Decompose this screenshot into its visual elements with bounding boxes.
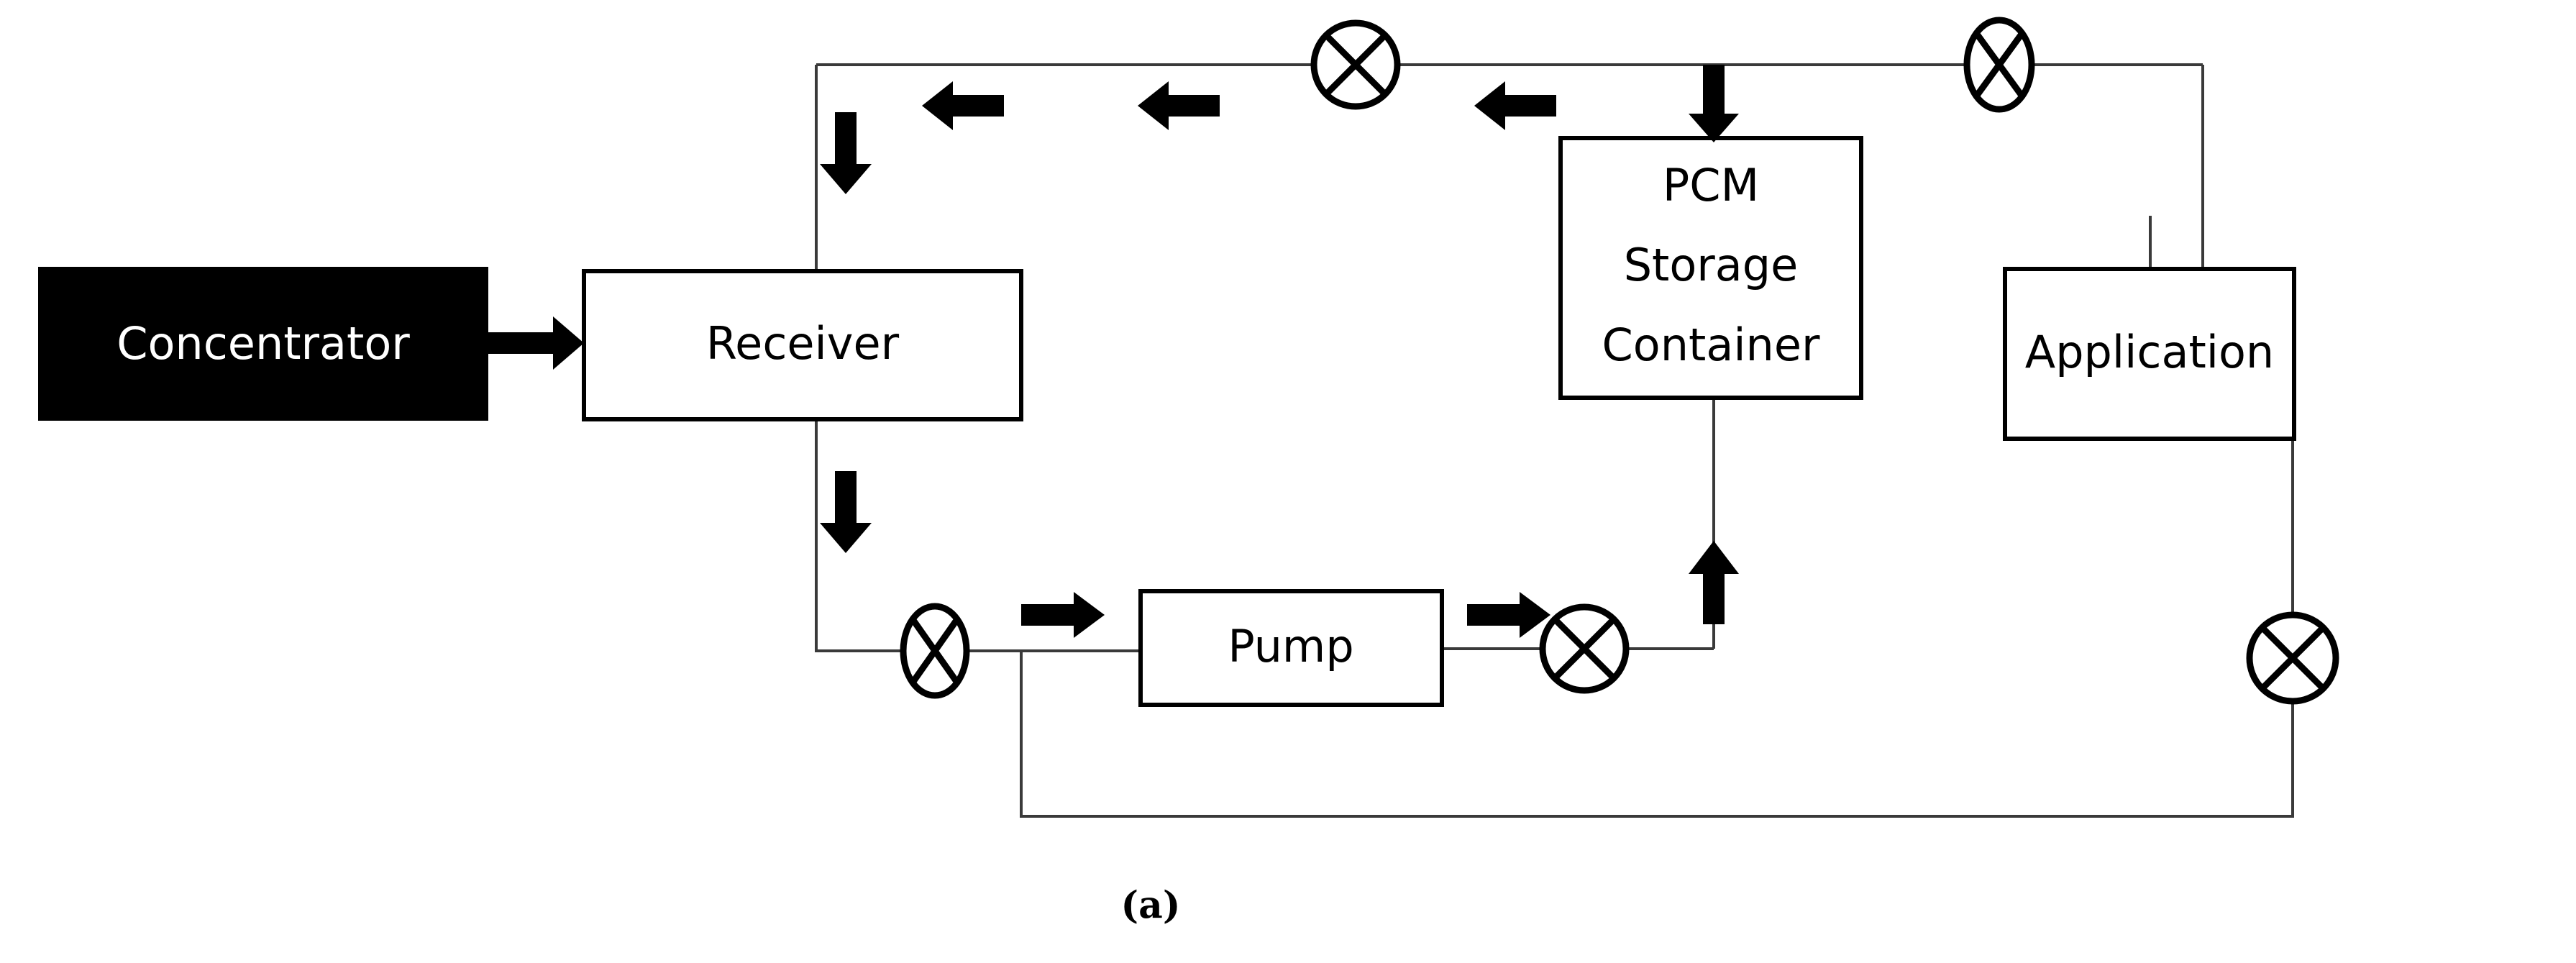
arrow-head-left-icon (1138, 81, 1169, 130)
pipe-left-riser (815, 65, 915, 652)
receiver-box[interactable] (582, 269, 1023, 421)
arrow-head-down-icon (820, 523, 872, 553)
arrow-top-return-3 (1474, 81, 1556, 130)
arrow-top-return-1 (922, 81, 1004, 130)
valve-pump-outlet[interactable] (1539, 603, 1630, 694)
valve-x-icon (2260, 625, 2326, 691)
figure-caption: (a) (1121, 884, 1181, 928)
arrow-head-down-icon (1689, 114, 1739, 142)
arrow-into-receiver (820, 112, 872, 194)
node-pcm-storage-container[interactable]: PCM Storage Container (1558, 136, 1863, 400)
pipe-application-return-lower (1020, 651, 2294, 818)
valve-x-icon (910, 617, 960, 685)
arrow-head-right-icon (553, 316, 584, 370)
valve-top-right[interactable] (1963, 17, 2035, 113)
arrow-shaft (487, 332, 557, 354)
valve-top-left[interactable] (1310, 19, 1401, 110)
arrow-head-down-icon (820, 164, 872, 194)
pcm-label-line-1: PCM (1663, 159, 1759, 211)
valve-x-icon (1973, 31, 2025, 99)
concentrator-label: Concentrator (117, 317, 410, 370)
pcm-label-line-2: Storage (1624, 239, 1799, 291)
node-pump[interactable]: Pump (1138, 589, 1444, 707)
arrow-into-pcm (1689, 65, 1739, 142)
arrow-up-to-pcm (1689, 541, 1739, 624)
node-concentrator[interactable]: Concentrator (38, 267, 488, 421)
concentrator-box[interactable] (38, 267, 488, 421)
arrow-head-up-icon (1689, 541, 1739, 574)
arrow-to-pump (1021, 592, 1105, 638)
valve-pump-inlet[interactable] (900, 603, 970, 699)
pcm-label-line-3: Container (1602, 319, 1820, 371)
node-application[interactable]: Application (2003, 267, 2296, 441)
arrow-from-pump (1467, 592, 1550, 638)
arrow-head-right-icon (1520, 592, 1550, 638)
valve-x-icon (1323, 32, 1388, 97)
application-box[interactable] (2003, 267, 2296, 441)
pcm-storage-box[interactable] (1558, 136, 1863, 400)
pump-label: Pump (1228, 620, 1353, 672)
receiver-label: Receiver (706, 317, 900, 370)
arrow-head-left-icon (922, 81, 953, 130)
pump-box[interactable] (1138, 589, 1444, 707)
arrow-from-receiver (820, 471, 872, 553)
valve-application[interactable] (2246, 611, 2339, 705)
arrow-head-right-icon (1074, 592, 1105, 638)
valve-x-icon (1552, 616, 1617, 681)
node-receiver[interactable]: Receiver (582, 269, 1023, 421)
arrow-top-return-2 (1138, 81, 1220, 130)
arrow-concentrator-to-receiver (487, 316, 584, 370)
application-label: Application (2025, 326, 2274, 378)
arrow-head-left-icon (1474, 81, 1505, 130)
